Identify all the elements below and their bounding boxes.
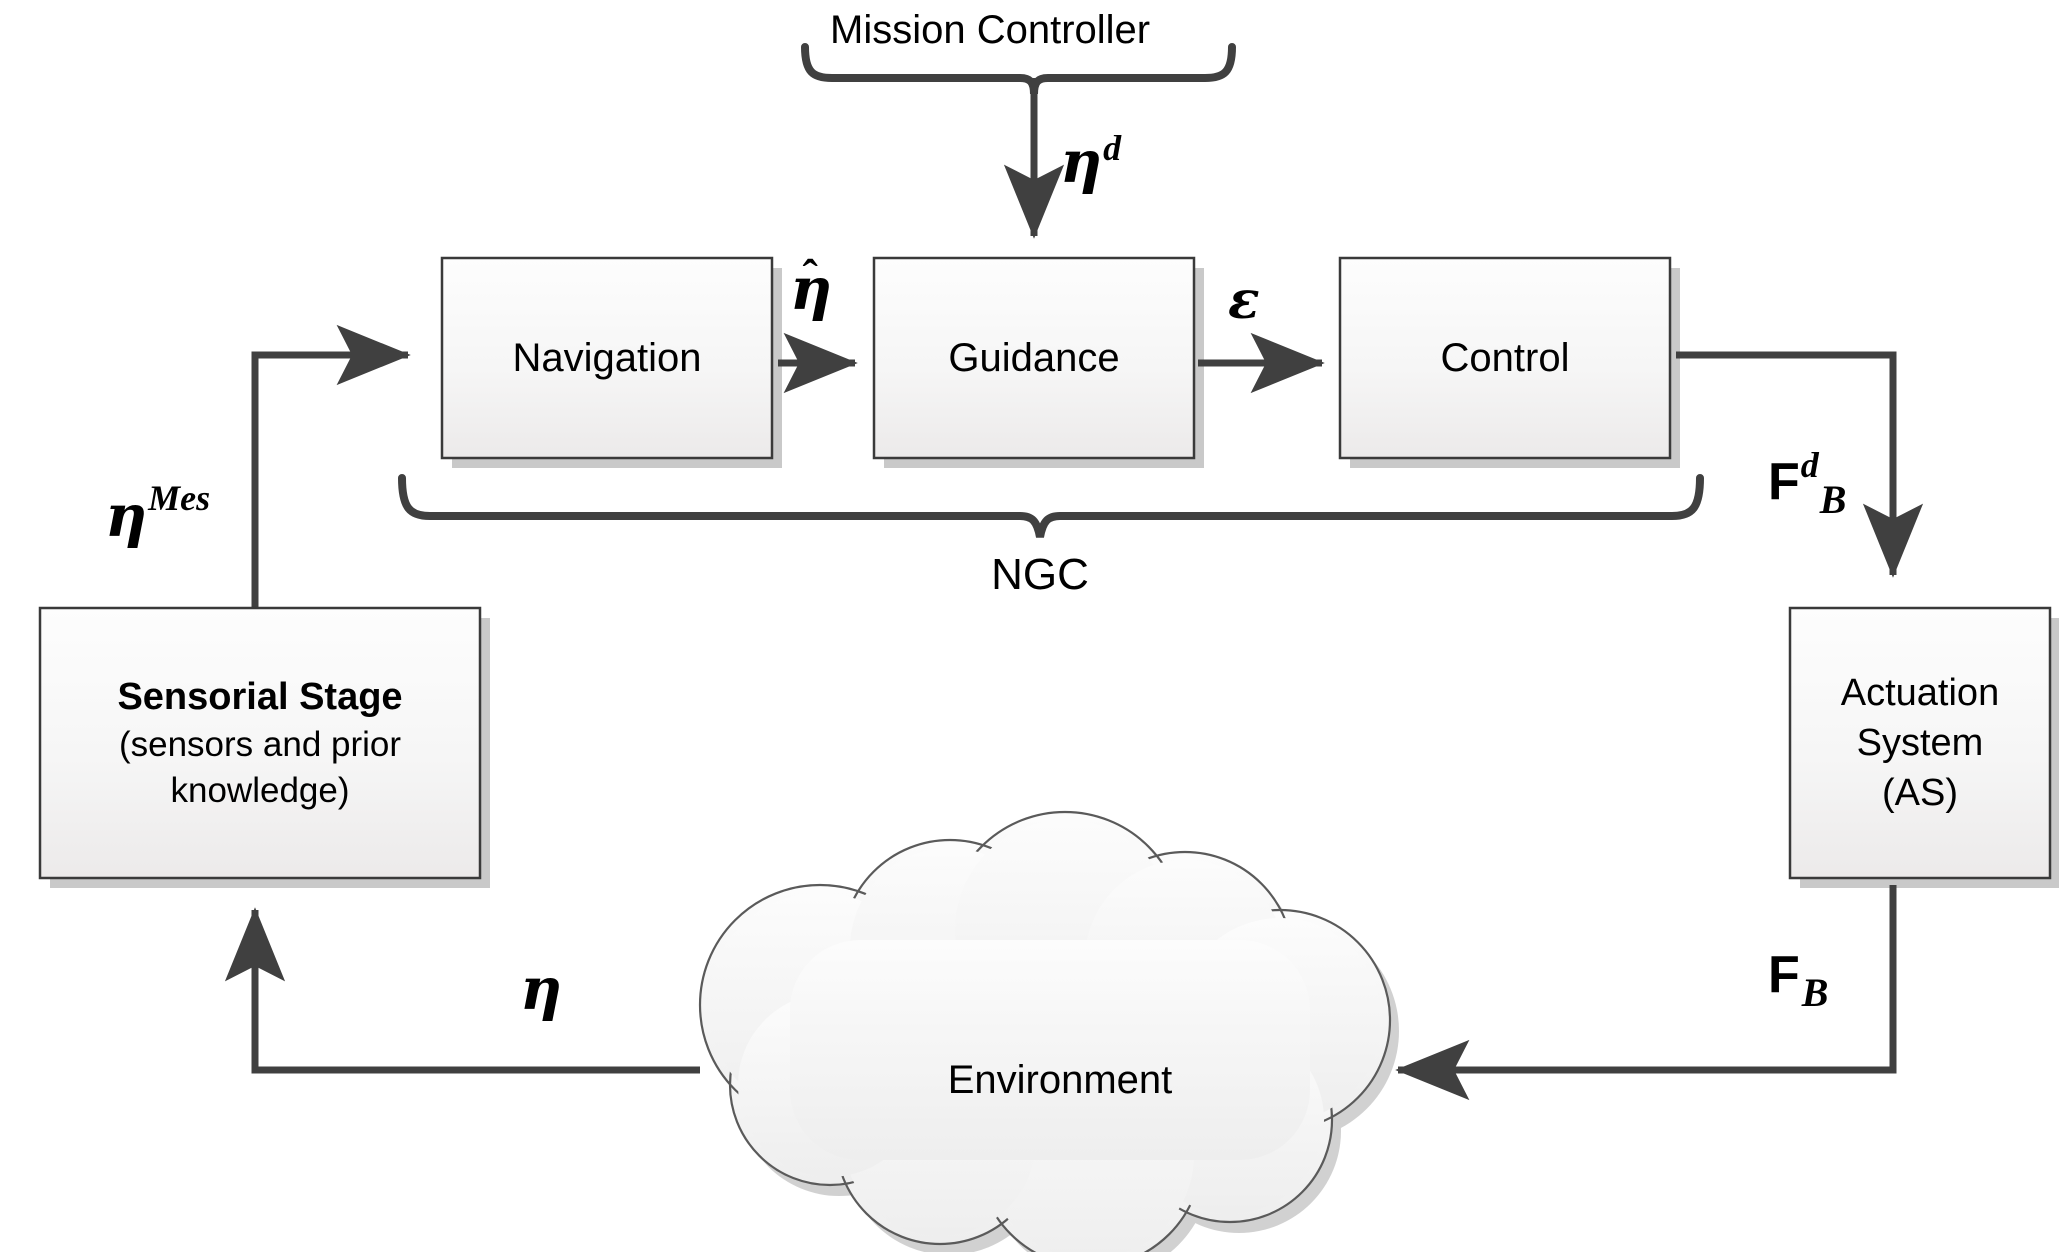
actuation-system-box [1788,606,2052,880]
environment-cloud [698,810,1399,1252]
connector-lines [224,78,1924,1101]
edge-control-to-actuation [1676,351,1924,578]
ngc-brace [398,474,1704,538]
edge-actuation-to-environment [1395,885,1897,1101]
guidance-box [872,256,1196,460]
edge-sensorial-to-navigation [251,324,411,620]
sensorial-stage-box [38,606,482,880]
mission-controller-brace [801,43,1236,95]
process-boxes [38,256,2052,880]
edge-environment-to-sensorial [224,907,700,1074]
navigation-box [440,256,774,460]
control-box [1338,256,1672,460]
